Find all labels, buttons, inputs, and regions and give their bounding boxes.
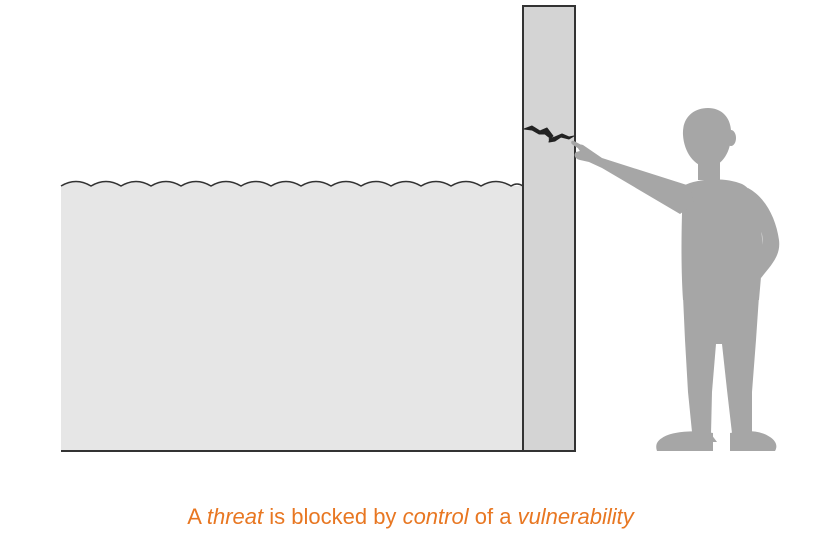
caption: A threat is blocked by control of a vuln… [0, 503, 821, 531]
person-ear [726, 130, 736, 146]
caption-part-a: A [187, 504, 201, 529]
person-arm-hip [745, 188, 780, 278]
caption-vulnerability: vulnerability [517, 504, 634, 529]
person-legs [683, 296, 759, 442]
person-head [682, 108, 732, 168]
caption-part-of: of a [474, 504, 512, 529]
caption-part-blocked: is blocked by [269, 504, 397, 529]
person-finger [571, 140, 587, 152]
caption-control: control [402, 504, 469, 529]
water [60, 180, 524, 451]
water-body [61, 181, 523, 451]
person-shoe-right [730, 431, 777, 451]
wall-crack [523, 125, 575, 143]
person-neck [698, 160, 720, 180]
person-shoe-left [656, 431, 713, 451]
water-surface-waves [60, 180, 524, 187]
person-silhouette [571, 108, 780, 451]
person-arm-pointing [574, 144, 694, 214]
person-torso [681, 179, 763, 300]
wall [522, 5, 576, 452]
caption-threat: threat [206, 504, 264, 529]
